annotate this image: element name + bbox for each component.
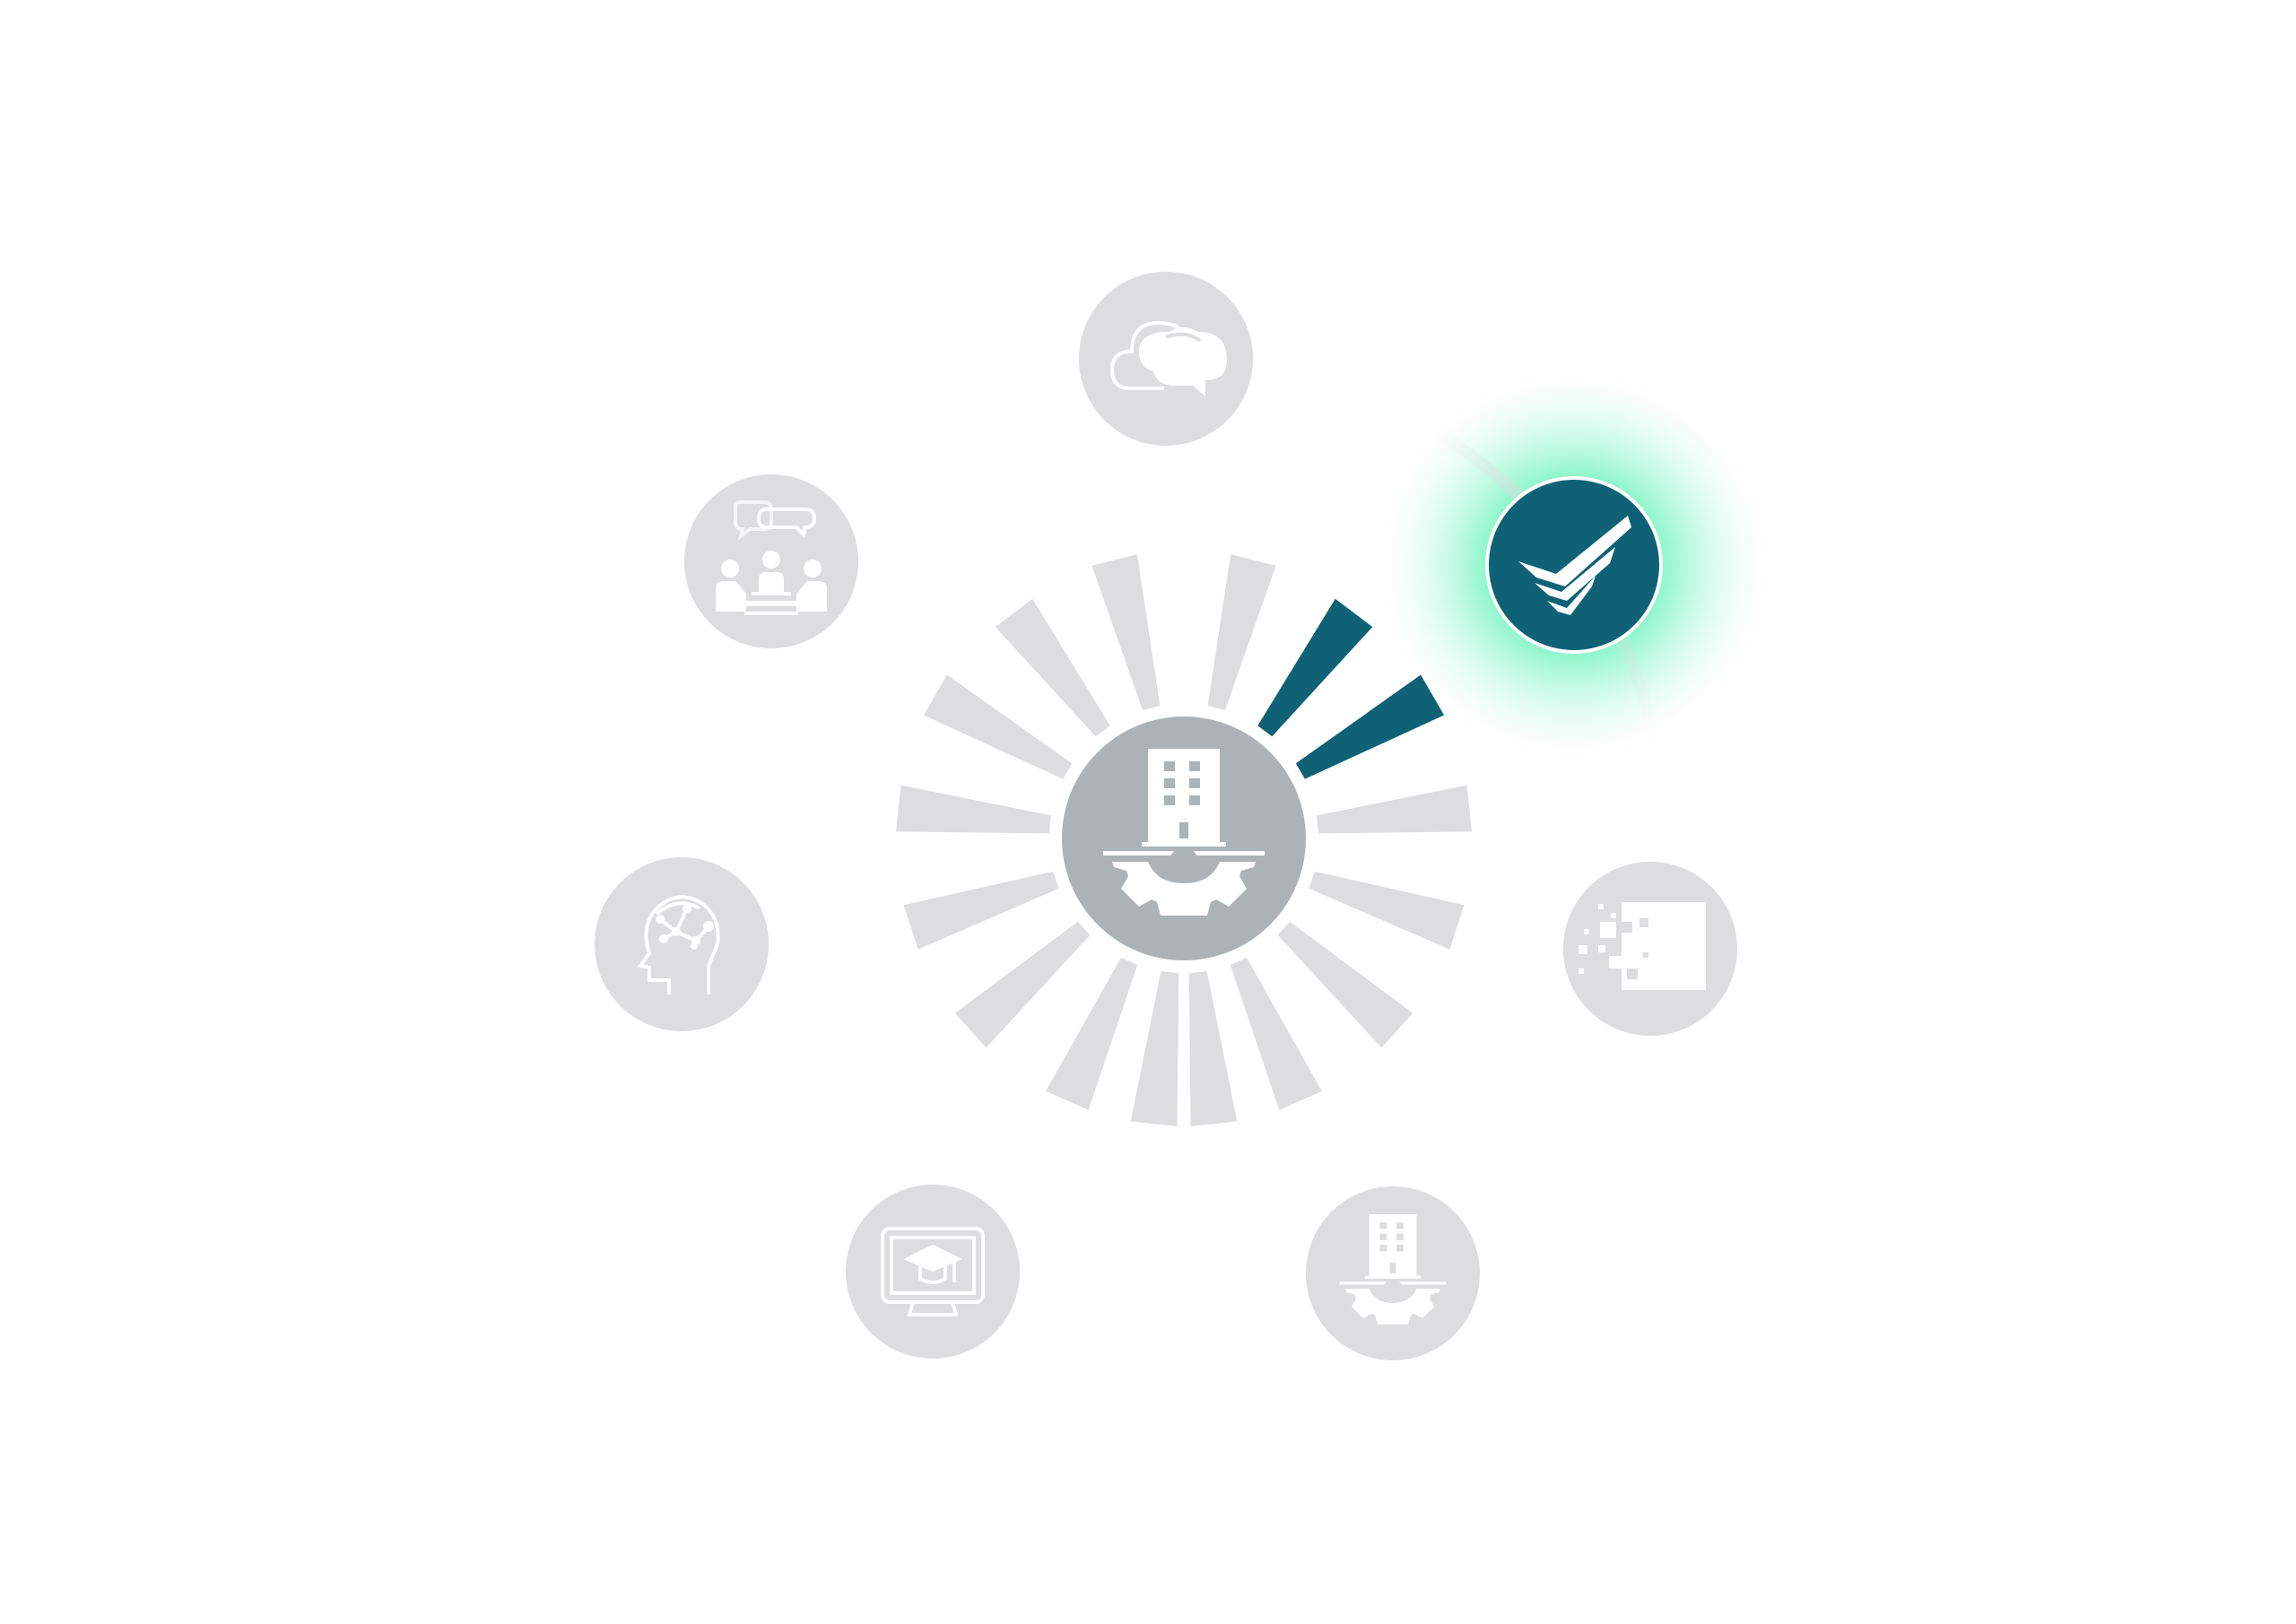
burst-ray [1207, 554, 1276, 710]
building-gear-icon [1103, 749, 1265, 916]
burst-ray [954, 921, 1091, 1048]
burst-rays [896, 554, 1472, 1126]
cloud-icon [1109, 320, 1227, 396]
pixel-square-icon [1578, 902, 1706, 990]
burst-ray-active [1257, 598, 1373, 737]
burst-ray [1130, 971, 1179, 1126]
burst-ray [1309, 871, 1465, 950]
node-cloud[interactable] [1079, 272, 1253, 446]
monitor-graduation-icon [881, 1227, 985, 1316]
node-collaboration[interactable] [684, 474, 858, 648]
burst-ray [1188, 971, 1238, 1126]
burst-ray [1230, 958, 1322, 1110]
brain-network-icon [637, 895, 720, 994]
burst-ray [1091, 554, 1161, 710]
center-hub [1057, 712, 1310, 965]
checkmark-icon [1518, 516, 1631, 615]
node-digital[interactable] [1563, 862, 1737, 1036]
node-elearning[interactable] [846, 1185, 1020, 1359]
node-quality[interactable] [1485, 476, 1663, 654]
node-ai[interactable] [595, 857, 769, 1031]
burst-ray [903, 871, 1059, 950]
meeting-chat-icon [716, 500, 827, 615]
burst-ray [995, 598, 1110, 737]
burst-ray [1277, 921, 1413, 1048]
node-industry[interactable] [1306, 1186, 1480, 1360]
burst-ray-active [1295, 674, 1445, 779]
burst-ray [896, 785, 1051, 834]
building-gear-icon [1339, 1214, 1447, 1324]
burst-ray [1046, 958, 1138, 1110]
burst-ray [1317, 785, 1472, 834]
burst-ray [923, 674, 1073, 779]
